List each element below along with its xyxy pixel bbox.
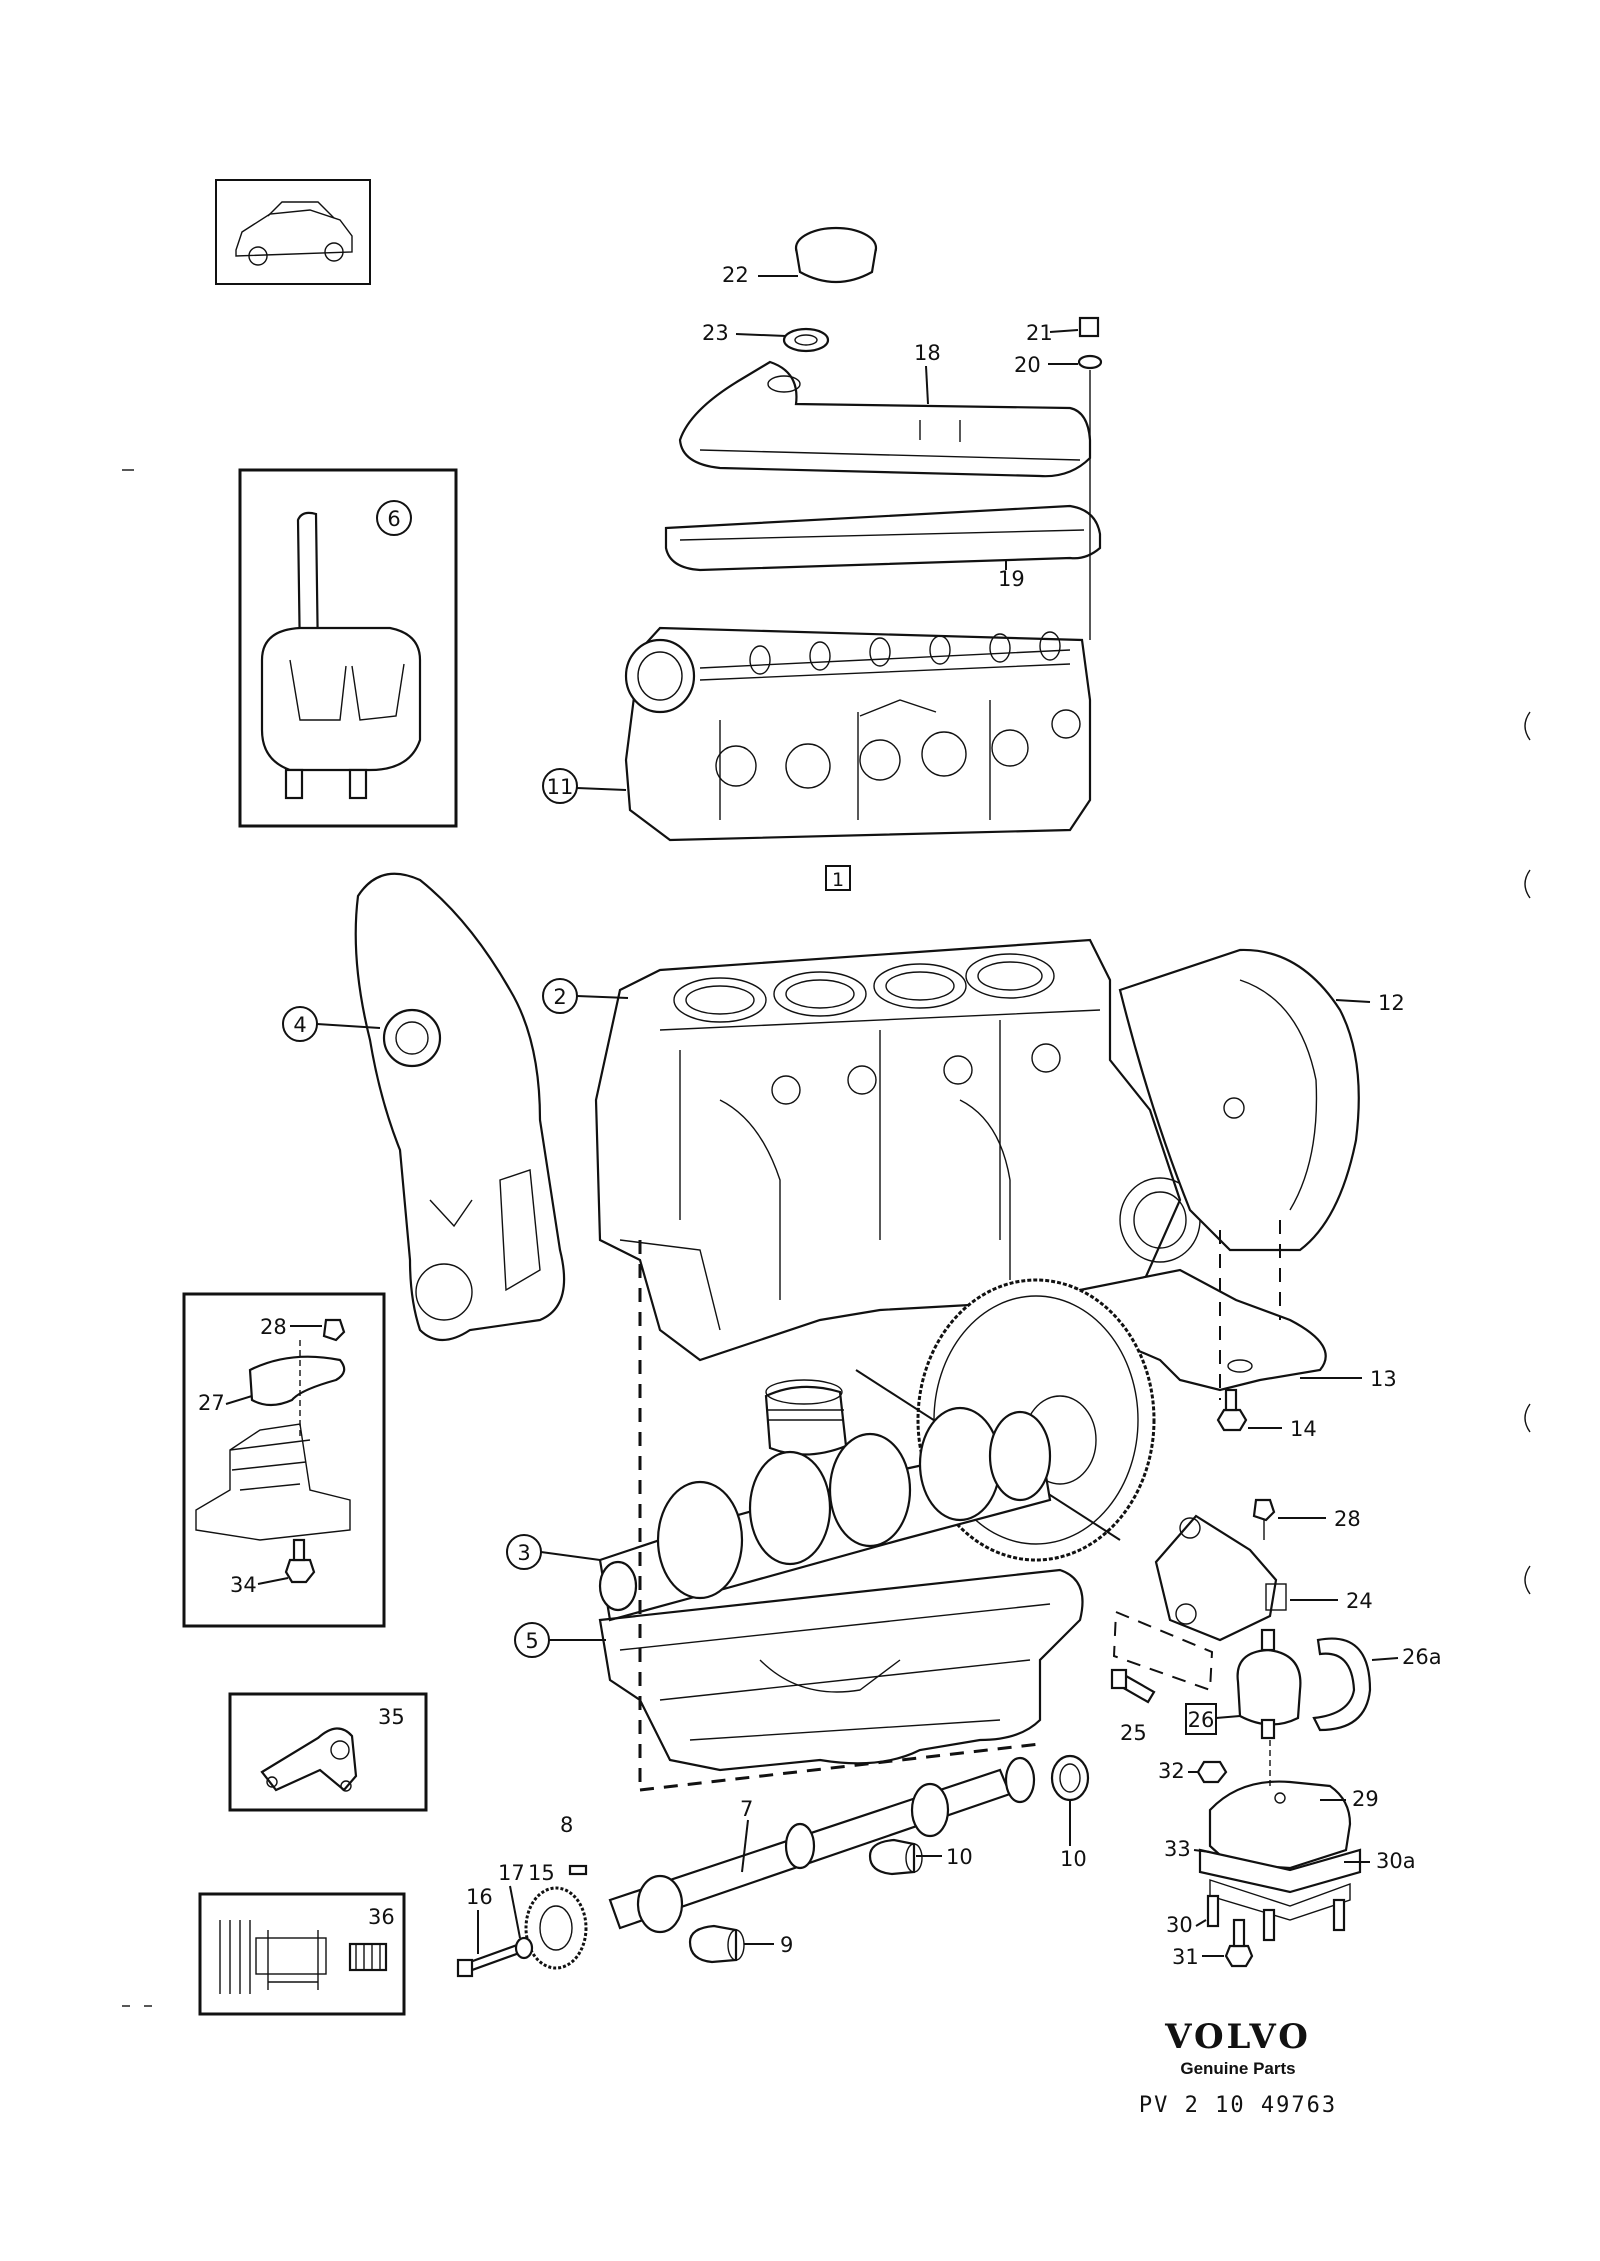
oil-pan	[598, 1568, 1084, 1772]
label-23: 23	[702, 321, 729, 345]
callout-11	[542, 768, 578, 804]
label-3: 3	[517, 1541, 530, 1565]
label-31: 31	[1172, 1945, 1199, 1969]
inset-bracket	[228, 1692, 428, 1812]
clip-26a	[1312, 1637, 1372, 1732]
inset-cover-clip	[182, 1292, 386, 1628]
label-4: 4	[293, 1013, 306, 1037]
studs-30	[1206, 1894, 1346, 1942]
label-36: 36	[368, 1905, 395, 1929]
oil-filler-cap	[782, 226, 878, 353]
washer-17	[514, 1936, 534, 1960]
callout-6	[376, 500, 412, 536]
nut-32	[1196, 1760, 1228, 1784]
label-28a: 28	[260, 1315, 287, 1339]
vehicle-thumbnail	[215, 179, 371, 285]
label-13: 13	[1370, 1367, 1397, 1391]
bolt-14	[1216, 1388, 1248, 1432]
mount-base	[1208, 1780, 1352, 1870]
bushing-mid	[868, 1838, 923, 1876]
label-8: 8	[560, 1813, 573, 1837]
label-25: 25	[1120, 1721, 1147, 1745]
group-box-1	[825, 865, 851, 891]
dashed-guide-bottom	[639, 1742, 1041, 1792]
label-20: 20	[1014, 353, 1041, 377]
mount-bolt-25	[1110, 1668, 1156, 1704]
valve-cover-gasket	[664, 504, 1102, 572]
cylinder-head	[624, 626, 1092, 842]
piston	[764, 1379, 848, 1456]
label-12: 12	[1378, 991, 1405, 1015]
label-35: 35	[378, 1705, 405, 1729]
label-7: 7	[740, 1797, 753, 1821]
label-19: 19	[998, 567, 1025, 591]
rubber-mount	[1236, 1628, 1302, 1740]
label-18: 18	[914, 341, 941, 365]
bushing-front	[688, 1924, 745, 1964]
label-5: 5	[525, 1629, 538, 1653]
label-14: 14	[1290, 1417, 1317, 1441]
label-30: 30	[1166, 1913, 1193, 1937]
scan-mark	[1524, 711, 1531, 741]
bolt-31	[1224, 1918, 1254, 1968]
inset-breather	[238, 468, 458, 828]
brand-tagline: Genuine Parts	[1180, 2059, 1295, 2078]
gear-bolt	[456, 1942, 524, 1978]
label-26a: 26a	[1402, 1645, 1442, 1669]
label-17: 17	[498, 1861, 525, 1885]
callout-4	[282, 1006, 318, 1042]
cover-nut-washer	[1077, 316, 1103, 640]
label-6: 6	[387, 507, 400, 531]
label-15: 15	[528, 1861, 555, 1885]
label-30a: 30a	[1376, 1849, 1416, 1873]
valve-cover	[678, 360, 1092, 478]
intermediate-shaft	[608, 1756, 1036, 1934]
label-27: 27	[198, 1391, 225, 1415]
label-24: 24	[1346, 1589, 1373, 1613]
label-11: 11	[547, 775, 574, 799]
label-16: 16	[466, 1885, 493, 1909]
label-29: 29	[1352, 1787, 1379, 1811]
crankshaft	[598, 1406, 1052, 1622]
label-28b: 28	[1334, 1507, 1361, 1531]
bushing-rear	[1050, 1754, 1090, 1802]
shaft-gear	[524, 1886, 588, 1970]
label-10b: 10	[1060, 1847, 1087, 1871]
scan-mark	[1524, 1403, 1531, 1433]
label-2: 2	[553, 985, 566, 1009]
label-22: 22	[722, 263, 749, 287]
label-26: 26	[1188, 1708, 1215, 1732]
label-33: 33	[1164, 1837, 1191, 1861]
label-32: 32	[1158, 1759, 1185, 1783]
nut-28	[1252, 1498, 1276, 1522]
engine-block	[594, 938, 1201, 1362]
mount-bracket	[1154, 1514, 1287, 1642]
scan-mark	[1524, 1565, 1531, 1595]
scan-mark	[1524, 869, 1531, 899]
timing-cover	[354, 872, 566, 1342]
brand-logo: VOLVO	[1164, 2017, 1311, 2057]
key-8	[568, 1864, 588, 1876]
label-21: 21	[1026, 321, 1053, 345]
group-box-26	[1185, 1703, 1217, 1735]
drawing-code: PV 2 10 49763	[1139, 2093, 1337, 2118]
label-34: 34	[230, 1573, 257, 1597]
label-9: 9	[780, 1933, 793, 1957]
label-10a: 10	[946, 1845, 973, 1869]
engine-bracket	[1078, 1220, 1327, 1400]
flywheel-housing	[1118, 948, 1360, 1252]
inset-drill-detail	[198, 1892, 406, 2016]
group-label-1: 1	[832, 869, 844, 891]
